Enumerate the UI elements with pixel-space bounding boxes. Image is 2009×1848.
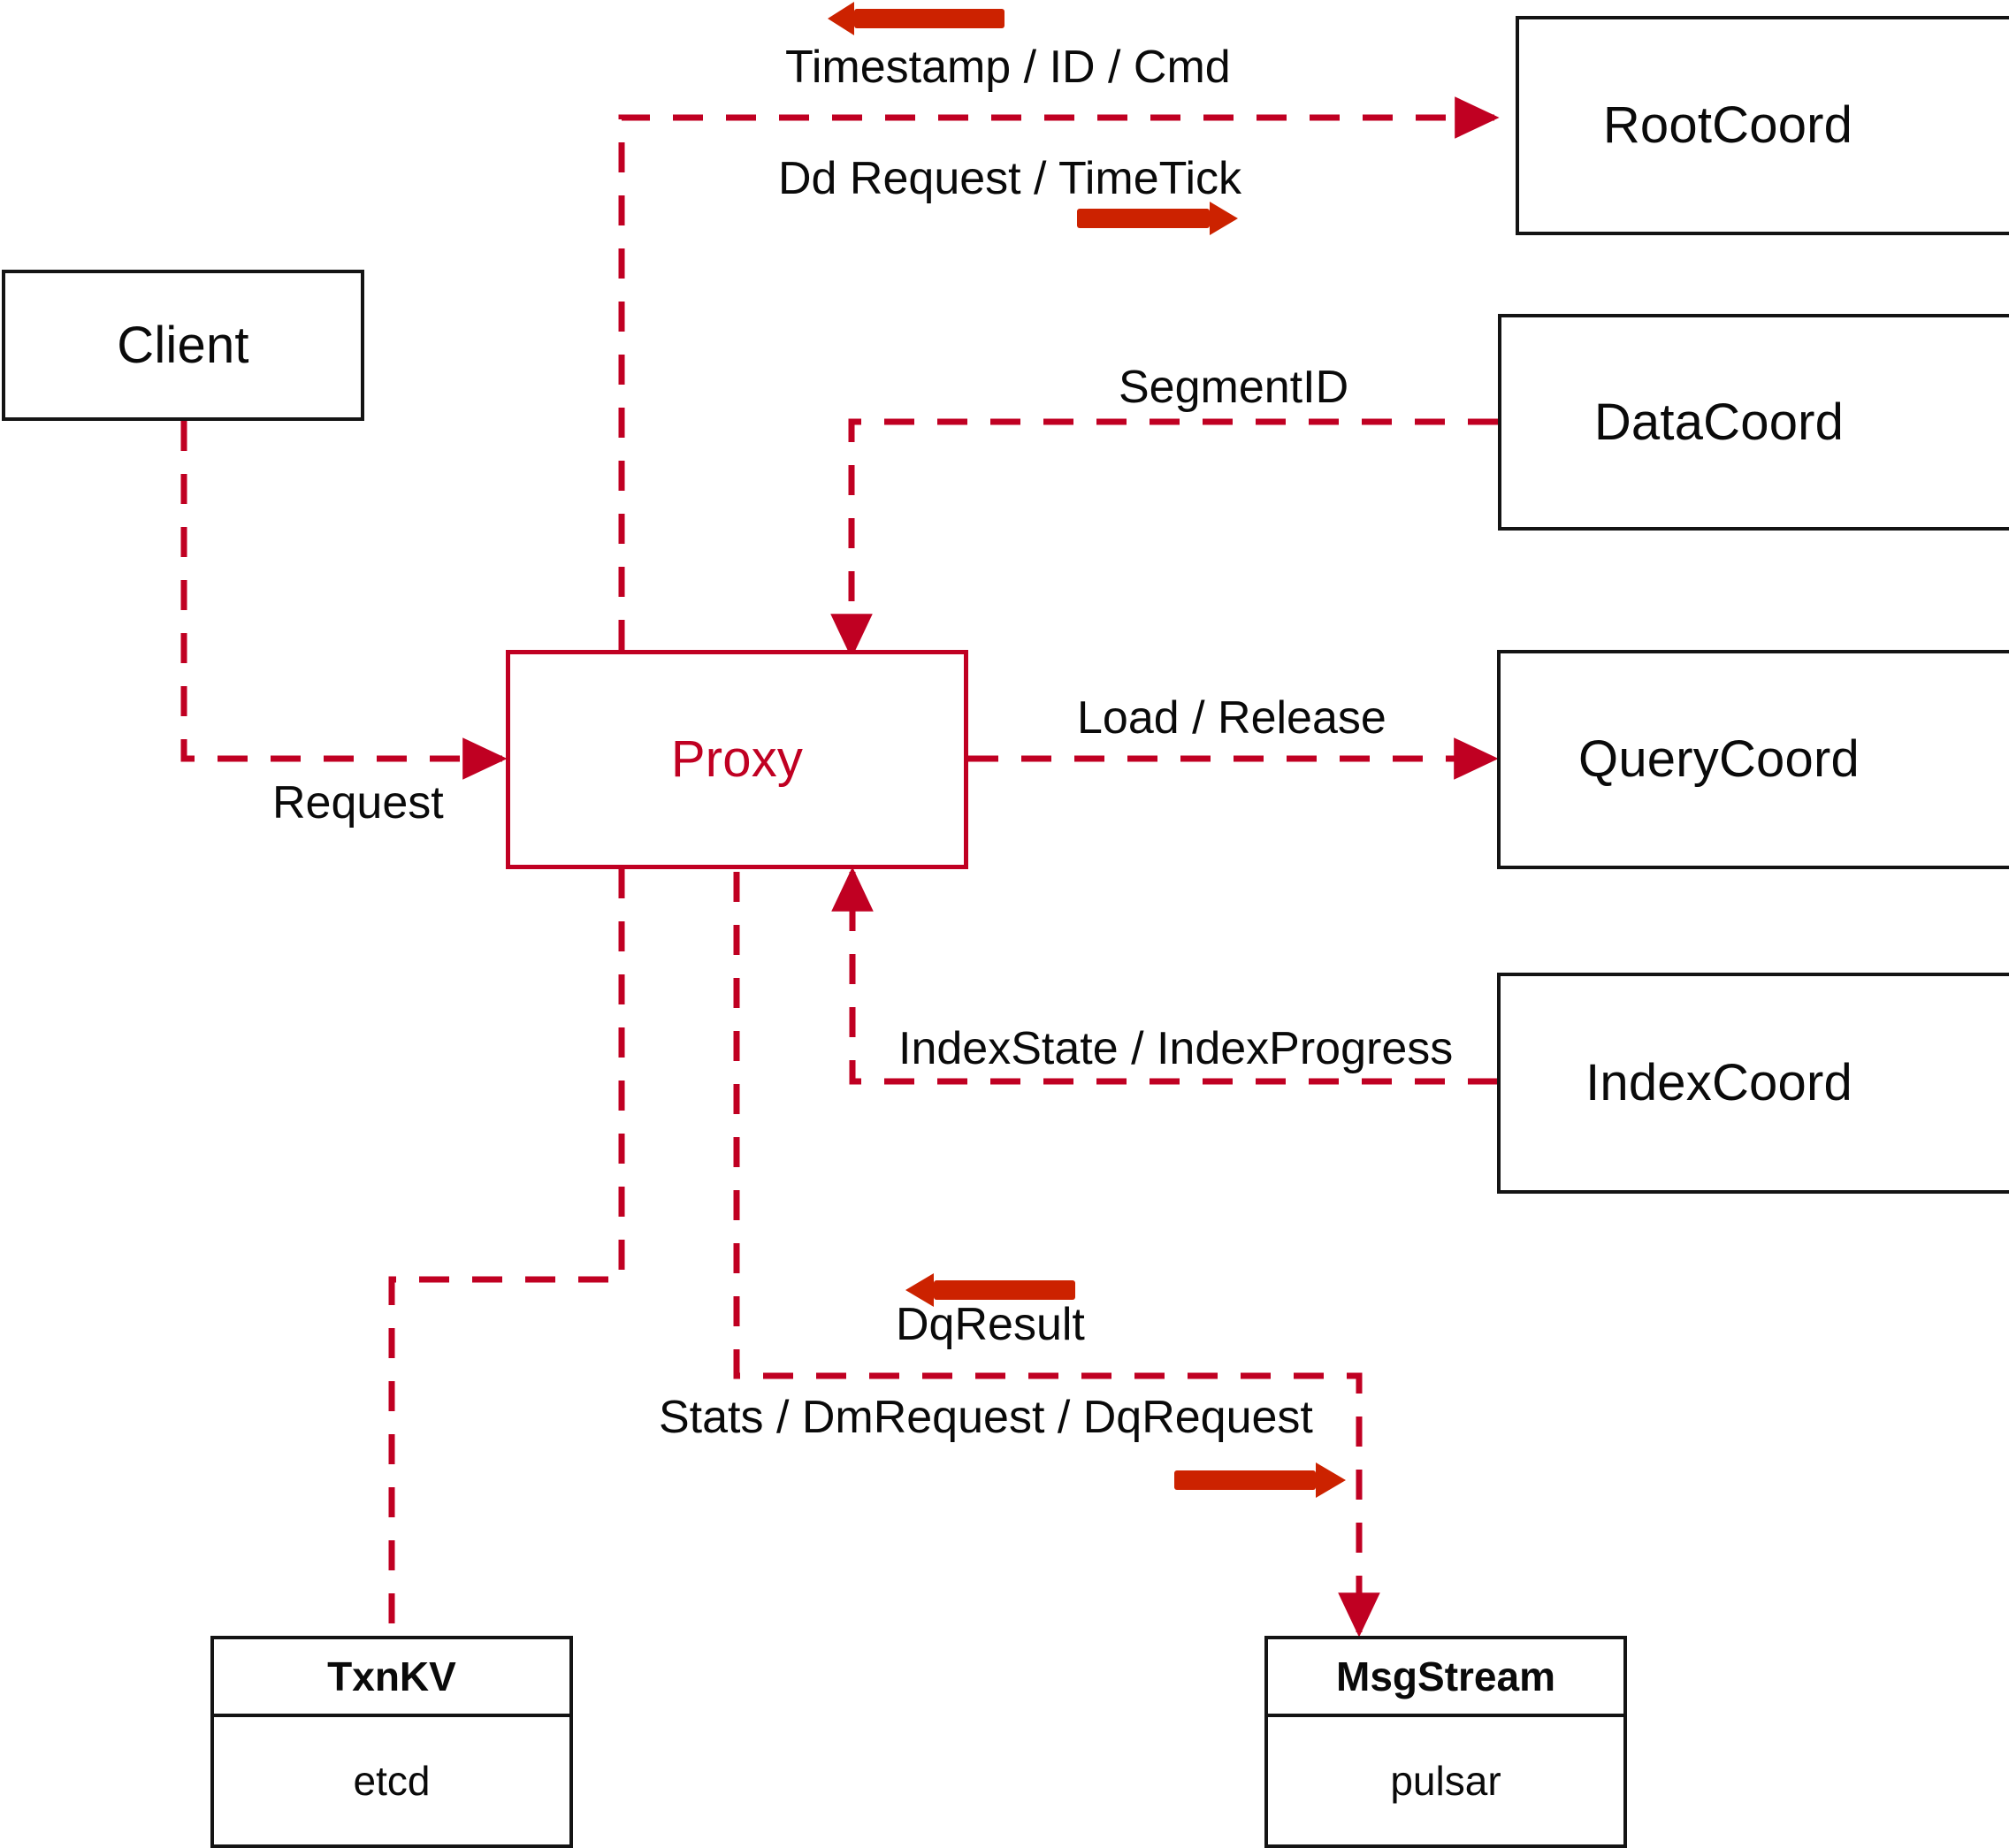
node-client[interactable]: Client: [2, 270, 364, 421]
node-querycoord[interactable]: QueryCoord: [1497, 650, 2009, 869]
direction-arrow-timestamp-left: [828, 2, 1004, 35]
edge-datacoord-to-proxy: [830, 418, 1498, 659]
node-datacoord-label: DataCoord: [1593, 393, 1845, 451]
direction-arrow-ddrequest-right: [1077, 202, 1238, 235]
node-rootcoord-label: RootCoord: [1602, 96, 1853, 154]
node-indexcoord-label: IndexCoord: [1585, 1054, 1852, 1111]
node-txnkv-title: TxnKV: [327, 1653, 456, 1699]
edge-label-load-release: Load / Release: [1077, 692, 1386, 744]
node-querycoord-label: QueryCoord: [1578, 730, 1860, 788]
edge-proxy-to-msgstream: [733, 872, 1380, 1638]
node-datacoord[interactable]: DataCoord: [1498, 314, 2009, 531]
node-client-label: Client: [117, 316, 249, 374]
node-msgstream-impl: pulsar: [1390, 1758, 1501, 1804]
node-proxy-label: Proxy: [670, 730, 804, 788]
node-msgstream-title: MsgStream: [1336, 1653, 1555, 1699]
edge-label-dd-request-timetick: Dd Request / TimeTick: [778, 153, 1242, 204]
node-msgstream-body: pulsar: [1268, 1717, 1623, 1844]
node-txnkv-impl: etcd: [353, 1758, 431, 1804]
direction-arrow-dqresult-left: [905, 1273, 1075, 1307]
edge-proxy-to-txnkv: [388, 868, 625, 1636]
node-msgstream-header: MsgStream: [1268, 1639, 1623, 1717]
edge-label-timestamp-id-cmd: Timestamp / ID / Cmd: [785, 42, 1231, 93]
node-rootcoord[interactable]: RootCoord: [1516, 16, 2009, 235]
edge-client-to-proxy: [180, 421, 508, 780]
node-txnkv[interactable]: TxnKV etcd: [210, 1636, 573, 1848]
node-txnkv-header: TxnKV: [214, 1639, 569, 1717]
node-msgstream[interactable]: MsgStream pulsar: [1264, 1636, 1627, 1848]
edge-label-dq-result: DqResult: [896, 1299, 1085, 1350]
direction-arrow-dqrequest-right: [1174, 1462, 1346, 1498]
edge-label-segment-id: SegmentID: [1119, 362, 1349, 413]
node-indexcoord[interactable]: IndexCoord: [1497, 973, 2009, 1194]
node-proxy[interactable]: Proxy: [506, 650, 968, 869]
edge-indexcoord-to-proxy: [831, 867, 1498, 1085]
edge-label-stats-dm-dq-request: Stats / DmRequest / DqRequest: [659, 1392, 1313, 1443]
edge-label-index-state-progress: IndexState / IndexProgress: [898, 1023, 1454, 1074]
node-txnkv-body: etcd: [214, 1717, 569, 1844]
edge-label-request: Request: [272, 777, 444, 829]
edge-proxy-to-rootcoord: [618, 96, 1500, 650]
